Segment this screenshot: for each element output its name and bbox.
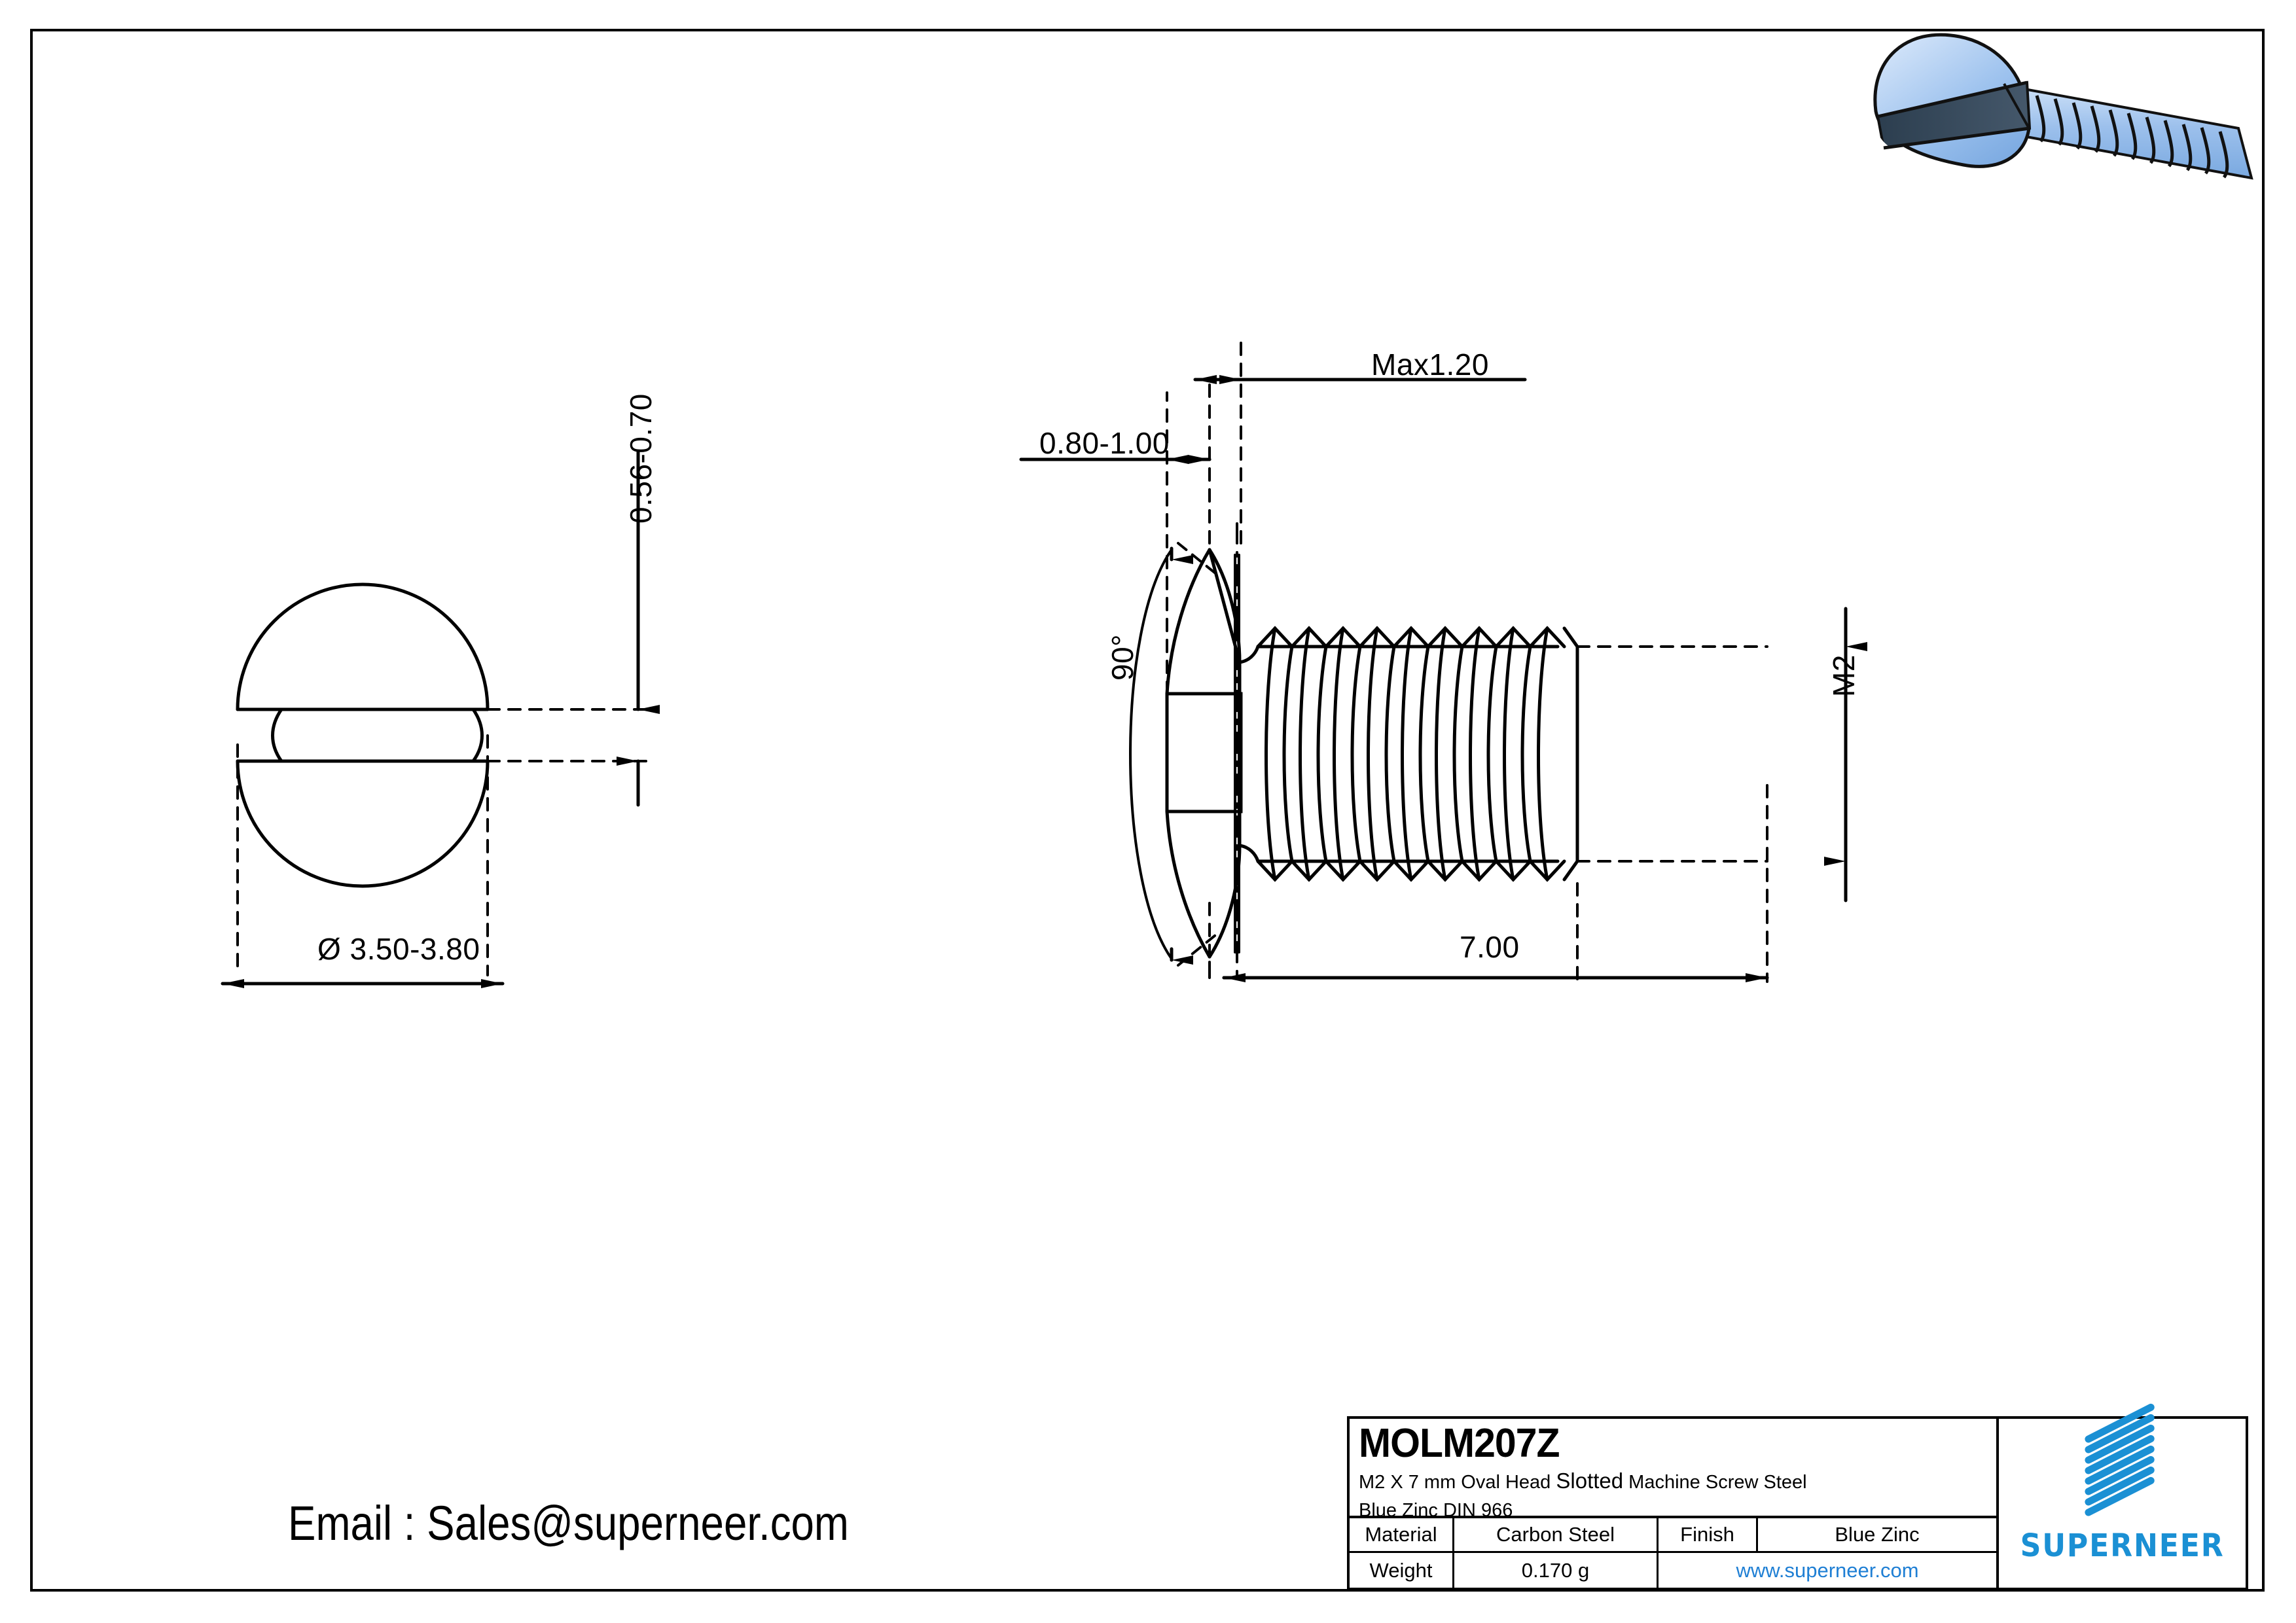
head-top-view-geometry (236, 582, 490, 888)
description-line-2: Blue Zinc DIN 966 (1359, 1500, 1513, 1522)
slot-depth-dimension-label: 0.56-0.70 (624, 393, 658, 524)
description-part-slotted: Slotted (1556, 1469, 1624, 1493)
thread-size-label: M2 (1827, 654, 1861, 697)
slot-width-dimension-label: 0.80-1.00 (1039, 426, 1170, 460)
head-angle-label: 90° (1105, 633, 1139, 681)
side-view-extension-lines (1166, 339, 1768, 983)
finish-value: Blue Zinc (1835, 1523, 1920, 1546)
title-block: MOLM207Z M2 X 7 mm Oval Head Slotted Mac… (1347, 1402, 2248, 1590)
website-link[interactable]: www.superneer.com (1736, 1558, 1919, 1582)
title-block-description: MOLM207Z M2 X 7 mm Oval Head Slotted Mac… (1350, 1419, 1996, 1521)
weight-label: Weight (1350, 1553, 1454, 1588)
description-line-1: M2 X 7 mm Oval Head Slotted Machine Scre… (1359, 1467, 1987, 1495)
superneer-logo-icon (2083, 1402, 2161, 1520)
weight-row: Weight 0.170 g www.superneer.com (1350, 1553, 1996, 1588)
email-text: Email : Sales@superneer.com (288, 1496, 849, 1550)
description-part-a: M2 X 7 mm Oval Head (1359, 1472, 1556, 1493)
screw-3d-render (1873, 33, 2253, 180)
head-angle-arc (1129, 546, 1193, 965)
material-label: Material (1350, 1518, 1454, 1552)
screw-side-view-geometry (1165, 548, 1579, 959)
diameter-dimension-label: Ø 3.50-3.80 (317, 932, 480, 966)
length-dimension-label: 7.00 (1460, 930, 1520, 964)
description-part-c: Machine Screw Steel (1623, 1472, 1807, 1493)
brand-block: SUPERNEER (1999, 1402, 2246, 1588)
weight-value: 0.170 g (1454, 1553, 1659, 1588)
part-number: MOLM207Z (1359, 1421, 1560, 1466)
title-block-left: MOLM207Z M2 X 7 mm Oval Head Slotted Mac… (1350, 1419, 1999, 1588)
finish-label: Finish (1659, 1518, 1758, 1552)
material-row: Material Carbon Steel Finish Blue Zinc (1350, 1518, 1996, 1554)
sheet-border (30, 29, 2265, 1592)
material-value: Carbon Steel (1454, 1518, 1659, 1552)
brand-name: SUPERNEER (2020, 1527, 2225, 1564)
head-height-dimension-label: Max1.20 (1371, 348, 1489, 382)
